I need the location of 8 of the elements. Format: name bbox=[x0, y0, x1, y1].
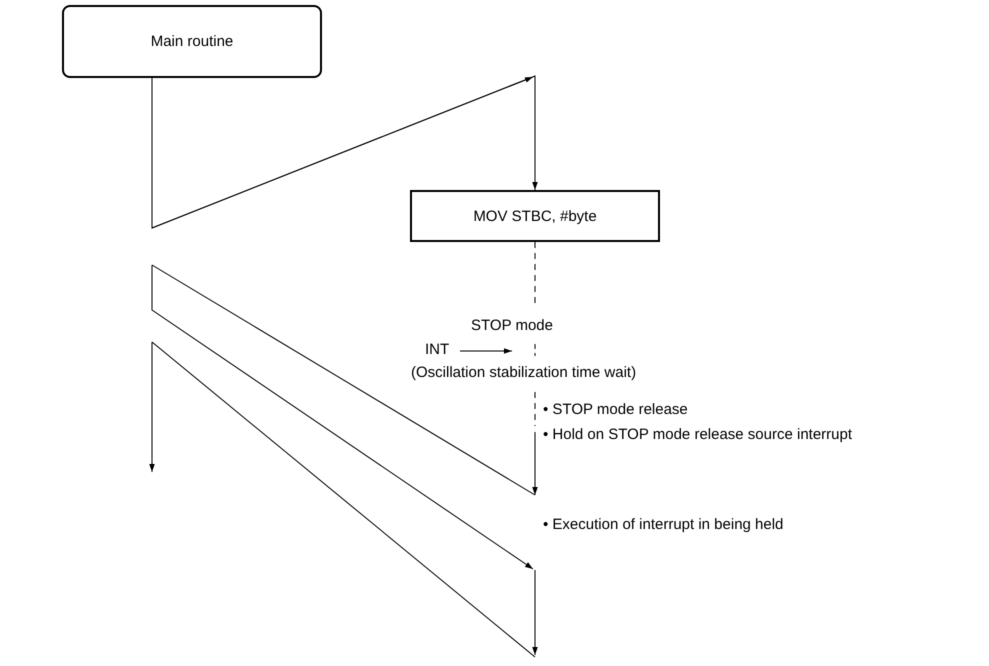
dashed-connector bbox=[534, 242, 536, 306]
note-text: • Hold on STOP mode release source interrupt bbox=[543, 426, 852, 444]
note-text: • Execution of interrupt in being held bbox=[543, 516, 784, 534]
signal-label: INT bbox=[425, 341, 450, 359]
note-text: (Oscillation stabilization time wait) bbox=[411, 364, 636, 382]
instruction-box: MOV STBC, #byte bbox=[410, 190, 660, 242]
routine-box: Main routine bbox=[62, 5, 322, 78]
note-text: • STOP mode release bbox=[543, 401, 688, 419]
